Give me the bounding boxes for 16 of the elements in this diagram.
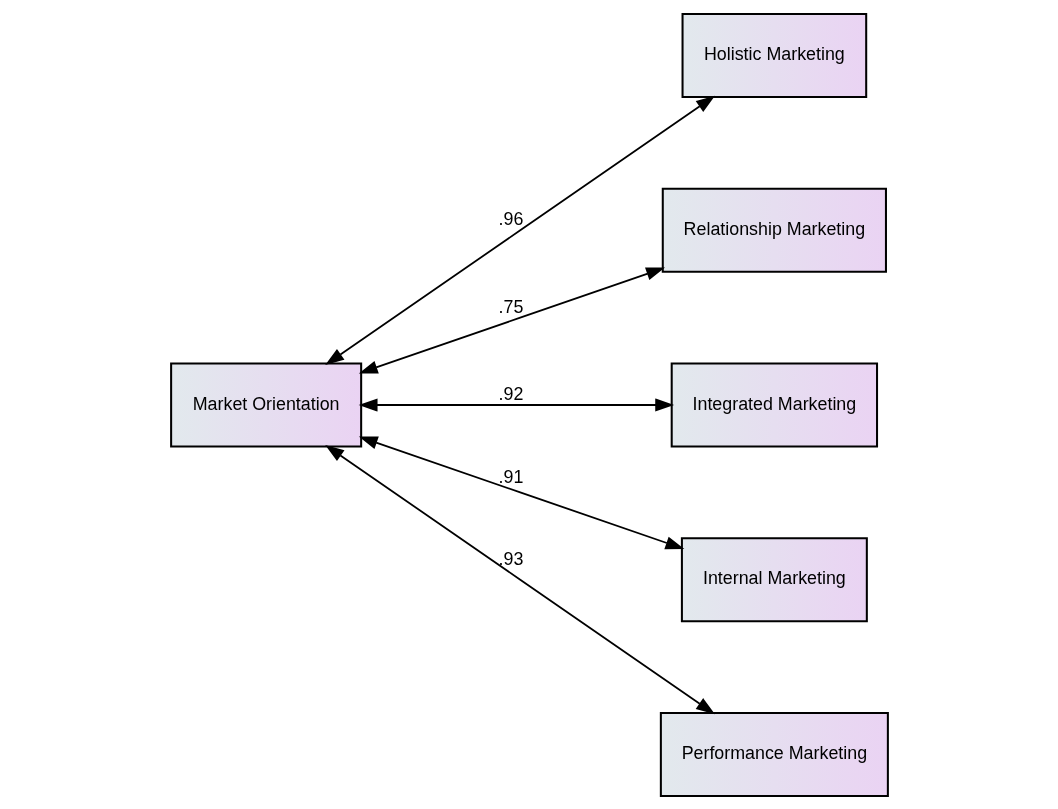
edge-label: .92 (498, 383, 523, 404)
arrow (324, 95, 715, 365)
node-box: Integrated Marketing (670, 362, 878, 447)
node-box: Performance Marketing (659, 711, 889, 797)
node-box: Market Orientation (169, 362, 362, 447)
edge-label: .75 (498, 296, 523, 317)
node-box: Holistic Marketing (681, 12, 867, 98)
arrow (358, 397, 674, 412)
node-box: Relationship Marketing (661, 187, 887, 273)
arrow (324, 444, 715, 714)
edge-label: .93 (498, 548, 523, 569)
edge-label: .91 (498, 466, 523, 487)
node-box: Internal Marketing (680, 536, 868, 622)
arrow (358, 436, 684, 549)
edge-label: .96 (498, 208, 523, 229)
arrow (358, 267, 665, 373)
